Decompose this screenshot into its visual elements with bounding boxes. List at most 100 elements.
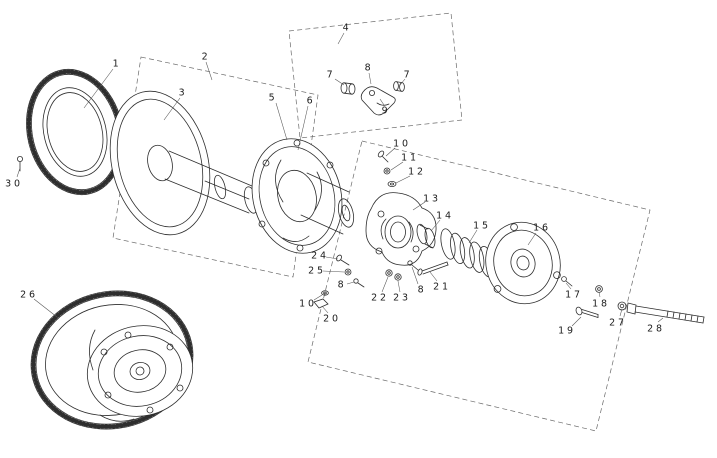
- part-number-label: 23: [393, 293, 411, 304]
- part-number-label: 28: [647, 324, 665, 335]
- part-callout-1: 1: [83, 59, 119, 109]
- screw-8-left: [353, 278, 359, 284]
- pin-icon: [393, 81, 399, 91]
- part-callout-11: 11: [390, 153, 419, 171]
- part-number-label: 2: [202, 52, 211, 63]
- clip-20: [313, 298, 329, 309]
- dashed-box-main-group: [307, 140, 651, 432]
- movable-sheave-drum: [251, 138, 355, 254]
- part-number-label: 19: [558, 326, 576, 337]
- leader-line: [619, 308, 623, 317]
- part-callout-6: 6: [297, 96, 316, 151]
- part-number-label: 5: [269, 93, 278, 104]
- part-number-label: 10: [299, 299, 317, 310]
- leader-line: [390, 161, 404, 171]
- leader-line: [205, 61, 213, 81]
- part-number-label: 11: [401, 153, 419, 164]
- part-number-label: 4: [343, 23, 352, 34]
- part-number-label: 9: [382, 106, 391, 117]
- part-number-label: 13: [423, 194, 441, 205]
- part-callout-9: 9: [379, 98, 391, 117]
- washer-25: [344, 268, 352, 276]
- part-number-label: 7: [327, 70, 336, 81]
- leader-line: [321, 305, 329, 314]
- leader-line: [468, 229, 478, 244]
- stud-21: [417, 268, 423, 276]
- bushing: [416, 223, 436, 249]
- part-callout-8: 8: [365, 63, 374, 85]
- part-number-label: 6: [307, 96, 316, 107]
- part-callout-28: 28: [647, 317, 665, 335]
- part-callout-19: 19: [558, 316, 582, 337]
- part-number-label: 8: [338, 280, 347, 291]
- part-callout-16: 16: [527, 223, 551, 246]
- leader-line: [297, 105, 309, 151]
- part-number-label: 15: [473, 221, 491, 232]
- part-number-label: 10: [393, 139, 411, 150]
- washer-23: [394, 273, 402, 281]
- roller-weight-set: [340, 81, 405, 116]
- screw-8-right: [407, 260, 413, 266]
- part-number-label: 30: [5, 179, 23, 190]
- part-callout-8: 8: [338, 280, 355, 291]
- part-callout-24: 24: [311, 251, 339, 262]
- leader-line: [334, 78, 345, 86]
- part-number-label: 16: [533, 223, 551, 234]
- leader-line: [163, 97, 181, 121]
- part-number-label: 3: [179, 88, 188, 99]
- part-callout-12: 12: [395, 167, 423, 184]
- assembled-clutch: [30, 290, 194, 430]
- screw-24: [336, 254, 342, 262]
- part-callout-7: 7: [327, 70, 345, 86]
- part-number-label: 18: [592, 299, 610, 310]
- leader-line: [83, 68, 114, 109]
- roller-icon: [340, 82, 348, 94]
- part-callout-7: 7: [399, 70, 410, 86]
- part-callout-22: 22: [371, 276, 389, 304]
- part-callout-27: 27: [609, 308, 627, 329]
- part-number-label: 26: [20, 290, 38, 301]
- part-number-label: 8: [365, 63, 374, 74]
- part-number-label: 25: [308, 266, 326, 277]
- part-callout-23: 23: [393, 280, 411, 304]
- part-callout-30: 30: [5, 167, 23, 190]
- leader-line: [657, 317, 664, 323]
- leader-line: [385, 147, 396, 157]
- leader-line: [313, 294, 323, 301]
- fastener-stack-10-11-12: [377, 150, 397, 187]
- leader-line: [598, 291, 601, 298]
- part-number-label: 20: [323, 314, 341, 325]
- part-callout-15: 15: [468, 221, 491, 244]
- part-callout-18: 18: [592, 291, 610, 310]
- part-number-label: 21: [433, 282, 451, 293]
- washer-27: [617, 301, 627, 311]
- part-callout-4: 4: [337, 23, 352, 45]
- leader-line: [430, 219, 441, 232]
- leader-line: [322, 270, 345, 273]
- leader-line: [395, 175, 411, 184]
- leader-line: [337, 32, 345, 45]
- part-callout-20: 20: [321, 305, 341, 325]
- part-number-label: 24: [311, 251, 329, 262]
- leader-line: [381, 276, 389, 293]
- washer-22: [385, 269, 393, 277]
- leader-line: [275, 102, 288, 141]
- pulley-face-shaft: [109, 90, 259, 236]
- part-callout-10: 10: [299, 294, 323, 310]
- leader-line: [411, 266, 419, 285]
- leader-line: [368, 72, 372, 85]
- cover-fasteners: [561, 276, 603, 318]
- part-callout-21: 21: [429, 271, 451, 293]
- leader-line: [379, 98, 385, 106]
- leader-line: [16, 167, 21, 178]
- long-bolt-28: [626, 302, 705, 324]
- part-number-label: 27: [609, 318, 627, 329]
- nut-10: [321, 290, 329, 296]
- part-callout-3: 3: [163, 88, 188, 121]
- part-callout-2: 2: [202, 52, 213, 81]
- part-number-label: 8: [418, 285, 427, 296]
- screw-17: [561, 276, 567, 282]
- part-callout-10: 10: [385, 139, 411, 157]
